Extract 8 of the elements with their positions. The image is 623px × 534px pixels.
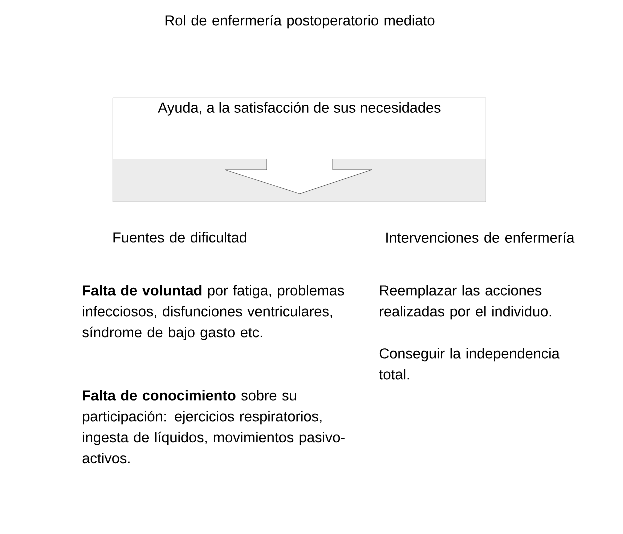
paragraph: Falta de voluntad por fatiga, problemas infecciosos, disfunciones ventriculares, síndrome de bajo gasto etc. (82, 285, 344, 340)
process-box: Ayuda, a la satisfacción de sus necesidades (113, 98, 486, 202)
column-heading: Fuentes de dificultad (114, 232, 246, 243)
paragraph: Reemplazar las acciones realizadas por el individuo. (380, 285, 552, 320)
title: Rol de enfermería postoperatorio mediato (166, 15, 435, 29)
paragraph: Conseguir la independencia total. (379, 348, 560, 380)
paragraph: Falta de conocimiento sobre su participación: ejercicios respiratorios, ingesta de líquidos, movimientos pasivo-activos. (82, 390, 345, 464)
column-heading: Intervenciones de enfermería (386, 232, 575, 243)
